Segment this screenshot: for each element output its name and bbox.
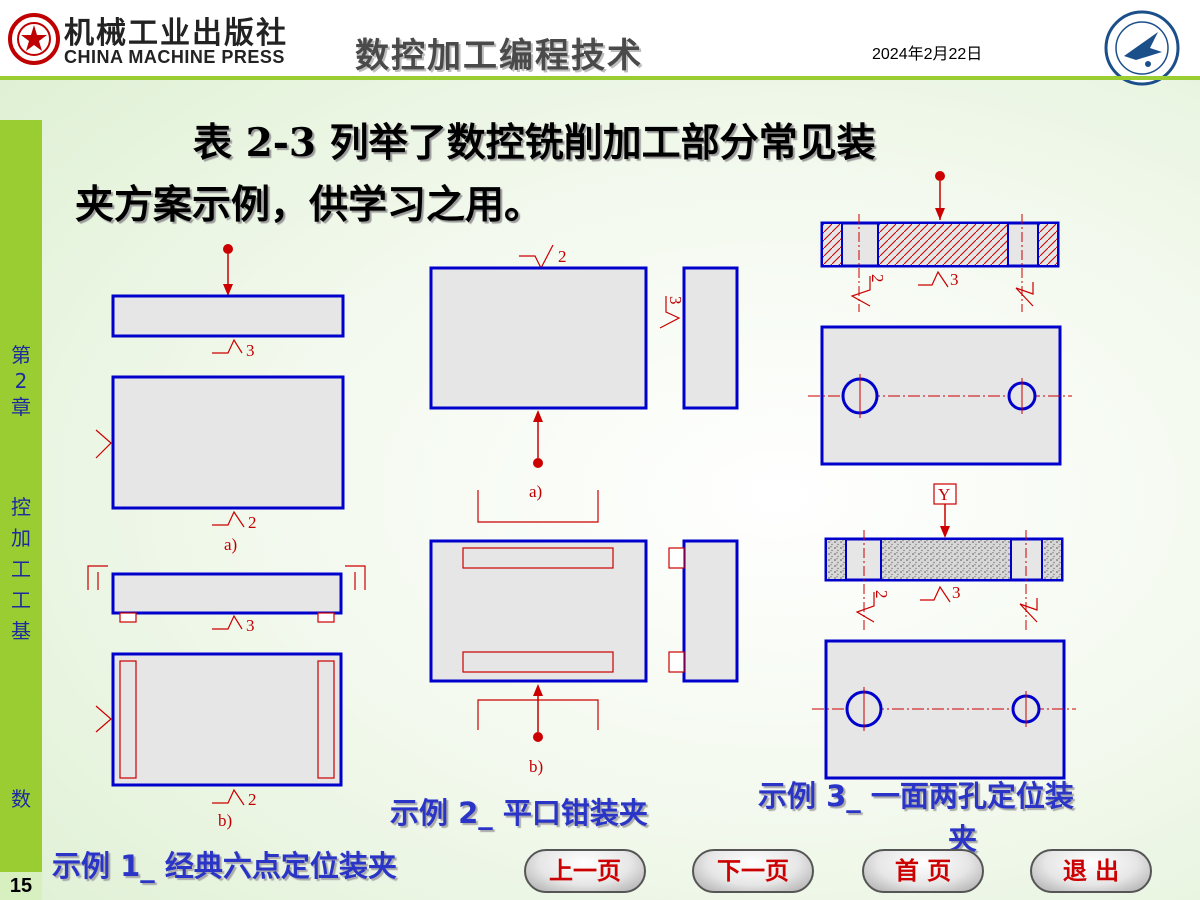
sidebar-tail-text: 数 <box>11 787 31 811</box>
ex2-caption-b: b) <box>529 757 543 776</box>
header-bar: 机械工业出版社 CHINA MACHINE PRESS 数控加工编程技术 202… <box>0 0 1200 86</box>
sidebar-chapter-label: 第2章 <box>0 342 42 420</box>
publisher-emblem-icon <box>8 13 60 65</box>
chapter-sidebar: 第2章 控加工工基 数 <box>0 120 42 872</box>
ex2a-label-3: 3 <box>666 296 685 305</box>
sidebar-chapter-topic: 控加工工基 <box>0 492 42 647</box>
intro-line-2: 夹方案示例，供学习之用。 <box>75 182 544 228</box>
ex3-label-y: Y <box>938 485 950 504</box>
ex3u-label-3: 3 <box>950 270 959 289</box>
example2-view-a: 2 3 a) <box>429 244 739 523</box>
ex1-caption-a: a) <box>224 535 237 554</box>
example3-label-line1: 示例 3_ 一面两孔定位装 <box>758 779 1074 813</box>
example3-view-lower: Y 2 3 <box>812 483 1076 780</box>
exit-button[interactable]: 退 出 <box>1030 849 1152 893</box>
sidebar-topic-text: 控加工工基 <box>11 495 31 643</box>
example1-view-a: 3 2 a) <box>95 244 345 554</box>
ex3u-label-2: 2 <box>868 274 887 283</box>
header-divider <box>0 76 1200 80</box>
ex3l-label-3: 3 <box>952 583 961 602</box>
publisher-name-en: CHINA MACHINE PRESS <box>64 47 285 67</box>
ex1a-label-3: 3 <box>246 341 255 360</box>
ex1b-label-2: 2 <box>248 790 257 809</box>
ex2-caption-a: a) <box>529 482 542 501</box>
example2-label: 示例 2_ 平口钳装夹 <box>390 796 648 830</box>
intro-line-1: 表 2-3 列举了数控铣削加工部分常见装 <box>193 120 876 166</box>
sidebar-chapter-text: 第2章 <box>11 343 31 419</box>
ex1-caption-b: b) <box>218 811 232 830</box>
prev-page-button[interactable]: 上一页 <box>524 849 646 893</box>
page-number: 15 <box>0 872 42 900</box>
example1-label: 示例 1_ 经典六点定位装夹 <box>52 849 397 883</box>
example1-view-b: 3 2 b) <box>87 565 366 830</box>
ex3l-label-2: 2 <box>872 590 891 599</box>
home-button[interactable]: 首 页 <box>862 849 984 893</box>
university-seal-icon <box>1104 10 1180 86</box>
next-page-button[interactable]: 下一页 <box>692 849 814 893</box>
publisher-name-cn: 机械工业出版社 <box>64 16 288 51</box>
example3-view-upper: 2 3 <box>808 171 1072 466</box>
sidebar-chapter-tail: 数 <box>0 786 42 812</box>
ex1a-label-2: 2 <box>248 513 257 532</box>
intro-paragraph: 表 2-3 列举了数控铣削加工部分常见装 夹方案示例，供学习之用。 <box>75 112 1105 236</box>
ex1b-label-3: 3 <box>246 616 255 635</box>
slide-date: 2024年2月22日 <box>872 46 983 63</box>
course-title: 数控加工编程技术 <box>355 36 643 76</box>
ex2a-label-2: 2 <box>558 247 567 266</box>
example2-view-b: b) <box>429 539 739 776</box>
